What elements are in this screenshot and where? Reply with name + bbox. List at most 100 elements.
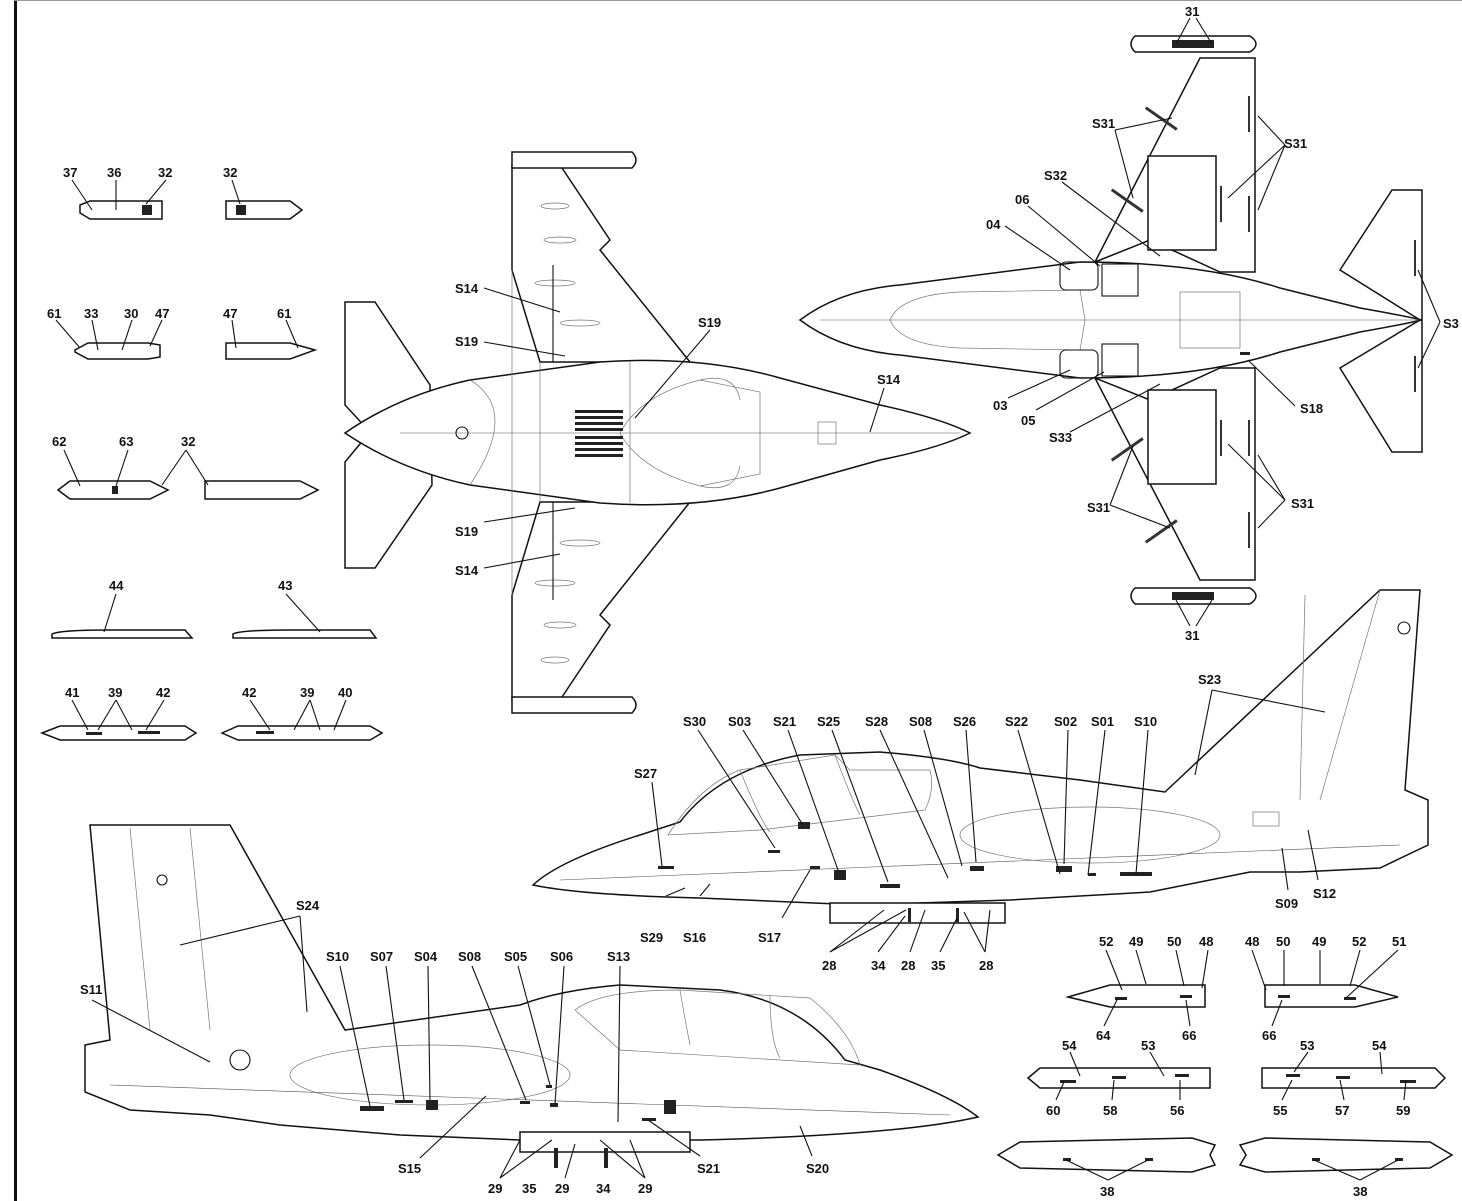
- callout-bottom-s31-d: S31: [1291, 496, 1314, 511]
- callout-right-s09: S09: [1275, 896, 1298, 911]
- callout-bottom-s32: S32: [1044, 168, 1067, 183]
- callout-pod-56: 56: [1170, 1103, 1184, 1118]
- callout-pod-48-b: 48: [1245, 934, 1259, 949]
- callout-right-s25: S25: [817, 714, 840, 729]
- callout-pod-66-b: 66: [1262, 1028, 1276, 1043]
- page-border-top: [14, 0, 1462, 1]
- callout-store-39-a: 39: [108, 685, 122, 700]
- callout-pod-66-a: 66: [1182, 1028, 1196, 1043]
- callout-pod-49-b: 49: [1312, 934, 1326, 949]
- callout-left-s07: S07: [370, 949, 393, 964]
- callout-store-43: 43: [278, 578, 292, 593]
- callout-left-35: 35: [522, 1181, 536, 1196]
- callout-store-30: 30: [124, 306, 138, 321]
- callout-bottom-s31-b: S31: [1284, 136, 1307, 151]
- callout-left-s13: S13: [607, 949, 630, 964]
- callout-left-s08: S08: [458, 949, 481, 964]
- bottom-view-aircraft: [798, 35, 1423, 605]
- callout-left-s20: S20: [806, 1161, 829, 1176]
- callout-bottom-s18: S18: [1300, 401, 1323, 416]
- callout-right-s16: S16: [683, 930, 706, 945]
- callout-right-s27: S27: [634, 766, 657, 781]
- callout-bottom-04: 04: [986, 217, 1001, 232]
- leader-lines: [55, 17, 1441, 1181]
- callout-store-42-a: 42: [156, 685, 170, 700]
- callout-store-41: 41: [65, 685, 79, 700]
- callout-bottom-s33: S33: [1049, 430, 1072, 445]
- left-side-callouts: S24 S11 S10 S07 S04 S08 S05 S06 S13 S15 …: [80, 898, 829, 1196]
- callout-right-s26: S26: [953, 714, 976, 729]
- callout-pod-48-a: 48: [1199, 934, 1213, 949]
- callout-left-s24: S24: [296, 898, 320, 913]
- centreline-pods: [996, 984, 1454, 1173]
- callout-top-s14-b: S14: [455, 563, 479, 578]
- callout-store-62: 62: [52, 434, 66, 449]
- callout-store-42-b: 42: [242, 685, 256, 700]
- callout-right-s23: S23: [1198, 672, 1221, 687]
- callout-pod-38-a: 38: [1100, 1184, 1114, 1199]
- callout-store-47-b: 47: [223, 306, 237, 321]
- callout-left-s05: S05: [504, 949, 527, 964]
- callout-store-32-c: 32: [181, 434, 195, 449]
- callout-pod-53-b: 53: [1300, 1038, 1314, 1053]
- callout-pod-64: 64: [1096, 1028, 1111, 1043]
- callout-store-32-b: 32: [223, 165, 237, 180]
- callout-bottom-05: 05: [1021, 413, 1035, 428]
- callout-left-s15: S15: [398, 1161, 421, 1176]
- callout-store-63: 63: [119, 434, 133, 449]
- callout-pod-50-b: 50: [1276, 934, 1290, 949]
- callout-right-34: 34: [871, 958, 886, 973]
- callout-store-47-a: 47: [155, 306, 169, 321]
- external-stores: [39, 200, 384, 741]
- callout-left-s04: S04: [414, 949, 438, 964]
- pod-callouts: 52 49 50 48 48 50 49 52 51 64 66 66 54 5…: [1046, 934, 1410, 1199]
- callout-right-s12: S12: [1313, 886, 1336, 901]
- callout-bottom-03: 03: [993, 398, 1007, 413]
- callout-left-s06: S06: [550, 949, 573, 964]
- callout-pod-38-b: 38: [1353, 1184, 1367, 1199]
- top-view-callouts: S14 S19 S19 S19 S14 S14: [455, 281, 901, 578]
- callout-left-29-a: 29: [488, 1181, 502, 1196]
- callout-right-35: 35: [931, 958, 945, 973]
- callout-bottom-s3: S3: [1443, 316, 1459, 331]
- callout-bottom-31-b: 31: [1185, 628, 1199, 643]
- callout-right-s02: S02: [1054, 714, 1077, 729]
- top-view-aircraft: [343, 151, 972, 714]
- callout-pod-58: 58: [1103, 1103, 1117, 1118]
- callout-right-s10: S10: [1134, 714, 1157, 729]
- callout-store-36: 36: [107, 165, 121, 180]
- callout-pod-57: 57: [1335, 1103, 1349, 1118]
- callout-store-61-b: 61: [277, 306, 291, 321]
- callout-pod-53-a: 53: [1141, 1038, 1155, 1053]
- callout-right-28-c: 28: [979, 958, 993, 973]
- callout-left-s10: S10: [326, 949, 349, 964]
- callout-pod-52-b: 52: [1352, 934, 1366, 949]
- callout-pod-59: 59: [1396, 1103, 1410, 1118]
- callout-top-s19-a: S19: [455, 334, 478, 349]
- callout-left-29-b: 29: [555, 1181, 569, 1196]
- callout-right-s08: S08: [909, 714, 932, 729]
- callout-top-s19-b: S19: [698, 315, 721, 330]
- callout-store-37: 37: [63, 165, 77, 180]
- callout-left-34: 34: [596, 1181, 611, 1196]
- right-side-view-aircraft: [531, 589, 1429, 924]
- callout-pod-60: 60: [1046, 1103, 1060, 1118]
- bottom-view-callouts: 31 S31 S31 S32 06 04 S3 03 05 S18 S33 S3…: [986, 4, 1459, 643]
- right-side-callouts: S23 S30 S03 S21 S25 S28 S08 S26 S22 S02 …: [634, 672, 1336, 973]
- page-border-left: [14, 0, 17, 1201]
- callout-right-s03: S03: [728, 714, 751, 729]
- callout-right-s29: S29: [640, 930, 663, 945]
- callout-bottom-s31-c: S31: [1087, 500, 1110, 515]
- callout-right-s22: S22: [1005, 714, 1028, 729]
- left-side-view-aircraft: [84, 824, 980, 1168]
- callout-store-44: 44: [109, 578, 124, 593]
- callout-pod-50-a: 50: [1167, 934, 1181, 949]
- callout-bottom-06: 06: [1015, 192, 1029, 207]
- callout-left-s11: S11: [80, 982, 102, 997]
- callout-top-s19-c: S19: [455, 524, 478, 539]
- callout-right-28-b: 28: [901, 958, 915, 973]
- callout-pod-49-a: 49: [1129, 934, 1143, 949]
- callout-right-s30: S30: [683, 714, 706, 729]
- store-callouts: 37 36 32 32 61 33 30 47 47 61 62 63 32 4…: [47, 165, 352, 700]
